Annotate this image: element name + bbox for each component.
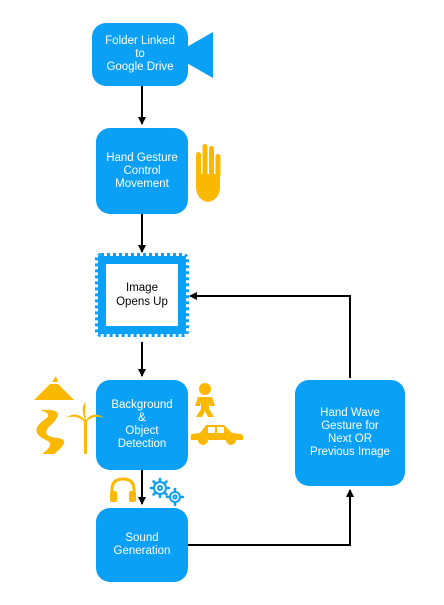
hand-icon — [196, 144, 221, 202]
node-image-opens: Image Opens Up — [95, 253, 189, 337]
node-sound-generation: Sound Generation — [96, 508, 188, 582]
node-folder-linked: Folder Linked to Google Drive — [92, 23, 188, 86]
node-hand-wave: Hand Wave Gesture for Next OR Previous I… — [295, 380, 405, 486]
node-detection: Background & Object Detection — [96, 380, 188, 470]
arrow-sound-to-wave — [188, 489, 354, 546]
volcano-river-palm-icon — [34, 376, 104, 454]
gears-icon — [149, 477, 185, 506]
node-wave-label: Hand Wave Gesture for Next OR Previous I… — [310, 407, 390, 458]
car-icon — [190, 425, 244, 445]
headphones-icon — [110, 477, 136, 502]
baby-icon — [195, 383, 215, 417]
node-hand-gesture: Hand Gesture Control Movement — [96, 128, 188, 214]
node-detection-label: Background & Object Detection — [111, 399, 173, 450]
node-sound-label: Sound Generation — [113, 532, 171, 557]
arrow-wave-to-image — [189, 292, 351, 378]
node-folder-label: Folder Linked to Google Drive — [105, 35, 175, 73]
node-image-label: Image Opens Up — [116, 282, 168, 308]
video-camera-icon — [185, 32, 213, 78]
node-gesture-label: Hand Gesture Control Movement — [106, 151, 178, 190]
